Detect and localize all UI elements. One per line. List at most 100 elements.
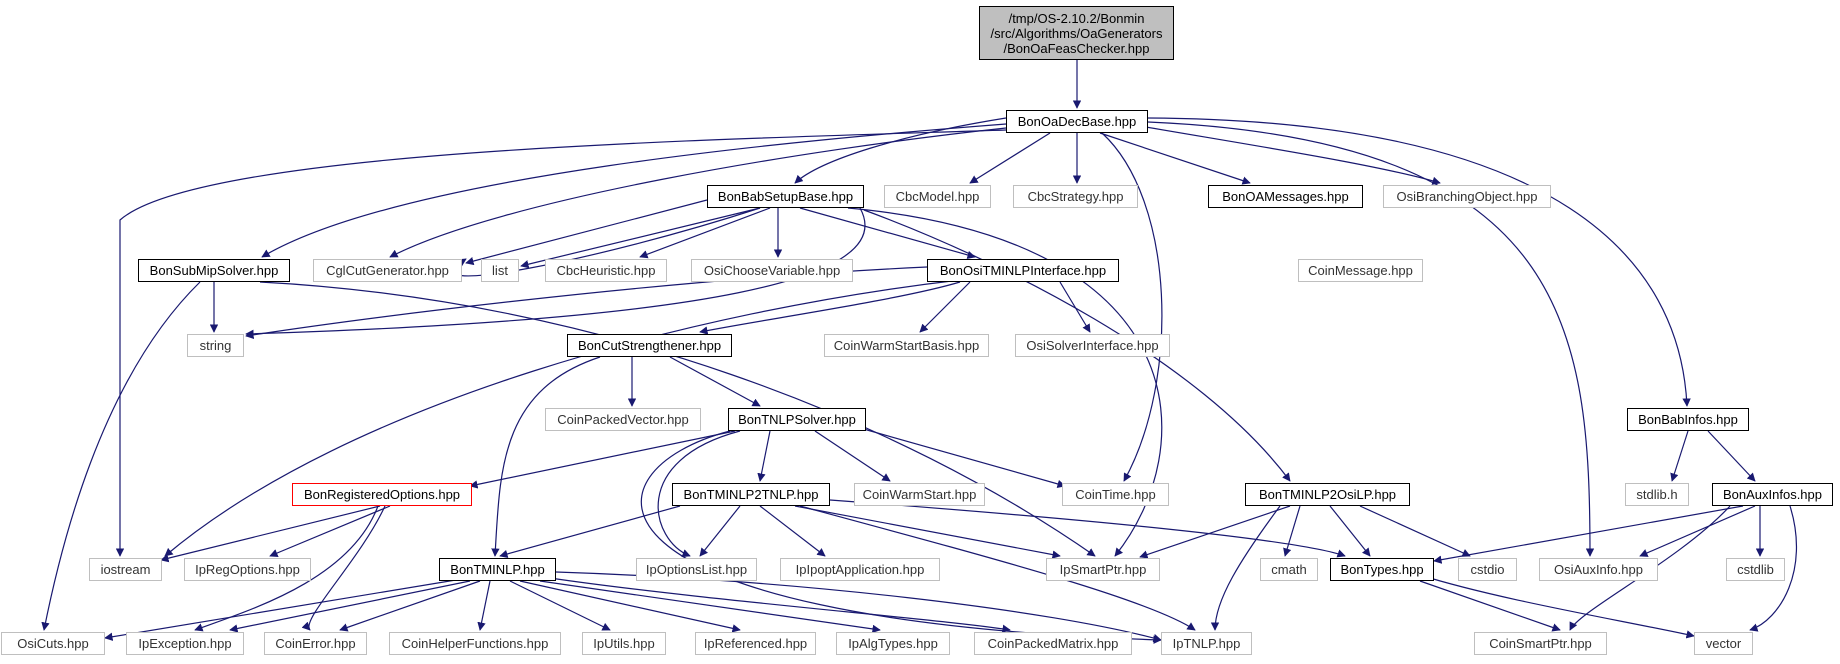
edge-22 <box>41 281 201 631</box>
node-regoptions[interactable]: BonRegisteredOptions.hpp <box>292 483 472 506</box>
edge-59 <box>1749 505 1798 632</box>
node-string[interactable]: string <box>187 334 244 357</box>
node-ipalgtypes[interactable]: IpAlgTypes.hpp <box>836 632 950 655</box>
edge-10 <box>1147 121 1595 557</box>
edge-30 <box>669 356 761 407</box>
edges <box>41 60 1798 644</box>
edge-55 <box>1433 505 1744 564</box>
node-coinerror[interactable]: CoinError.hpp <box>264 632 367 655</box>
edge-60 <box>1419 580 1561 632</box>
edge-34 <box>814 430 891 482</box>
edge-44 <box>794 505 1061 559</box>
node-cbcheuristic[interactable]: CbcHeuristic.hpp <box>545 259 667 282</box>
edge-62 <box>104 575 481 641</box>
edge-43 <box>759 505 826 557</box>
edge-8 <box>115 129 1007 557</box>
edge-50 <box>1329 505 1371 557</box>
node-osichoose[interactable]: OsiChooseVariable.hpp <box>691 259 853 282</box>
node-ipsmartptr[interactable]: IpSmartPtr.hpp <box>1046 558 1160 581</box>
node-ipipoptapp[interactable]: IpIpoptApplication.hpp <box>780 558 940 581</box>
edge-70 <box>555 571 1162 643</box>
edge-38 <box>160 505 381 563</box>
node-ositminlp[interactable]: BonOsiTMINLPInterface.hpp <box>927 259 1119 282</box>
node-babinfos[interactable]: BonBabInfos.hpp <box>1627 408 1749 431</box>
edge-53 <box>1670 430 1689 482</box>
node-coinpackedvec[interactable]: CoinPackedVector.hpp <box>545 408 701 431</box>
node-ipregoptions[interactable]: IpRegOptions.hpp <box>184 558 311 581</box>
edge-13 <box>520 207 761 269</box>
node-bontypes[interactable]: BonTypes.hpp <box>1330 558 1434 581</box>
edge-61 <box>1419 574 1695 639</box>
node-osisolver[interactable]: OsiSolverInterface.hpp <box>1015 334 1170 357</box>
node-osicuts[interactable]: OsiCuts.hpp <box>1 632 105 655</box>
node-tminlp2tnlp[interactable]: BonTMINLP2TNLP.hpp <box>672 483 830 506</box>
node-osiauxinfo[interactable]: OsiAuxInfo.hpp <box>1539 558 1658 581</box>
node-tminlp2osilp[interactable]: BonTMINLP2OsiLP.hpp <box>1245 483 1410 506</box>
edge-4 <box>1099 132 1251 185</box>
edge-35 <box>859 427 1066 488</box>
node-osibranching[interactable]: OsiBranchingObject.hpp <box>1383 185 1551 208</box>
edge-7 <box>389 127 1007 258</box>
node-iostream[interactable]: iostream <box>89 558 162 581</box>
node-stdlib[interactable]: stdlib.h <box>1625 483 1689 506</box>
edge-54 <box>1707 430 1756 482</box>
node-tnlpsolver[interactable]: BonTNLPSolver.hpp <box>728 408 866 431</box>
node-ipreferenced[interactable]: IpReferenced.hpp <box>695 632 816 655</box>
node-coinwarm[interactable]: CoinWarmStart.hpp <box>854 483 985 506</box>
edge-49 <box>1283 505 1301 557</box>
node-auxinfos[interactable]: BonAuxInfos.hpp <box>1712 483 1833 506</box>
edge-1 <box>794 117 1007 184</box>
node-babsetupbase[interactable]: BonBabSetupBase.hpp <box>707 185 864 208</box>
node-submipsolver[interactable]: BonSubMipSolver.hpp <box>138 259 290 282</box>
edge-51 <box>1359 505 1471 557</box>
node-oamessages[interactable]: BonOAMessages.hpp <box>1208 185 1363 208</box>
edge-63 <box>229 580 471 633</box>
node-coinhelper[interactable]: CoinHelperFunctions.hpp <box>389 632 561 655</box>
edge-23 <box>259 281 1096 557</box>
edge-67 <box>519 580 741 633</box>
edge-36 <box>657 430 741 558</box>
node-root-file[interactable]: /tmp/OS-2.10.2/Bonmin /src/Algorithms/Oa… <box>979 6 1174 60</box>
node-cstdio[interactable]: cstdio <box>1458 558 1517 581</box>
node-cbcstrategy[interactable]: CbcStrategy.hpp <box>1013 185 1138 208</box>
edge-65 <box>477 580 491 631</box>
node-vector[interactable]: vector <box>1694 632 1753 655</box>
edge-5 <box>1139 125 1441 185</box>
node-list[interactable]: list <box>481 259 519 282</box>
root-line-2: /src/Algorithms/OaGenerators <box>990 25 1163 41</box>
node-cstdlib[interactable]: cstdlib <box>1726 558 1785 581</box>
root-line-3: /BonOaFeasChecker.hpp <box>1003 40 1150 56</box>
edge-52 <box>1210 505 1281 631</box>
node-ipoptionslist[interactable]: IpOptionsList.hpp <box>636 558 757 581</box>
node-coinwarmbasis[interactable]: CoinWarmStartBasis.hpp <box>824 334 989 357</box>
node-cglcutgen[interactable]: CglCutGenerator.hpp <box>313 259 462 282</box>
node-cbcmodel[interactable]: CbcModel.hpp <box>884 185 991 208</box>
edge-16 <box>799 207 976 260</box>
edge-66 <box>509 580 611 631</box>
node-tminlp[interactable]: BonTMINLP.hpp <box>439 558 556 581</box>
edge-64 <box>339 580 481 632</box>
node-iputils[interactable]: IpUtils.hpp <box>582 632 666 655</box>
node-cointime[interactable]: CoinTime.hpp <box>1062 483 1169 506</box>
node-coinmessage[interactable]: CoinMessage.hpp <box>1298 259 1423 282</box>
edge-9 <box>1101 132 1163 482</box>
edge-56 <box>1639 505 1756 557</box>
node-coinsmartptr[interactable]: CoinSmartPtr.hpp <box>1474 632 1607 655</box>
node-coinpackedmat[interactable]: CoinPackedMatrix.hpp <box>974 632 1132 655</box>
edge-42 <box>699 505 741 557</box>
edge-27 <box>1059 281 1091 333</box>
node-ipexception[interactable]: IpException.hpp <box>126 632 244 655</box>
node-oadecbase[interactable]: BonOaDecBase.hpp <box>1006 110 1148 133</box>
edge-2 <box>969 132 1051 184</box>
edge-41 <box>194 505 379 632</box>
node-cmath[interactable]: cmath <box>1260 558 1318 581</box>
edge-14 <box>639 207 771 259</box>
edge-19 <box>245 207 866 338</box>
edge-32 <box>469 430 736 489</box>
node-iptnlp[interactable]: IpTNLP.hpp <box>1161 632 1252 655</box>
edge-46 <box>829 499 1346 558</box>
root-line-1: /tmp/OS-2.10.2/Bonmin <box>1008 10 1145 26</box>
node-cutstrength[interactable]: BonCutStrengthener.hpp <box>567 334 732 357</box>
edge-48 <box>1139 505 1291 559</box>
